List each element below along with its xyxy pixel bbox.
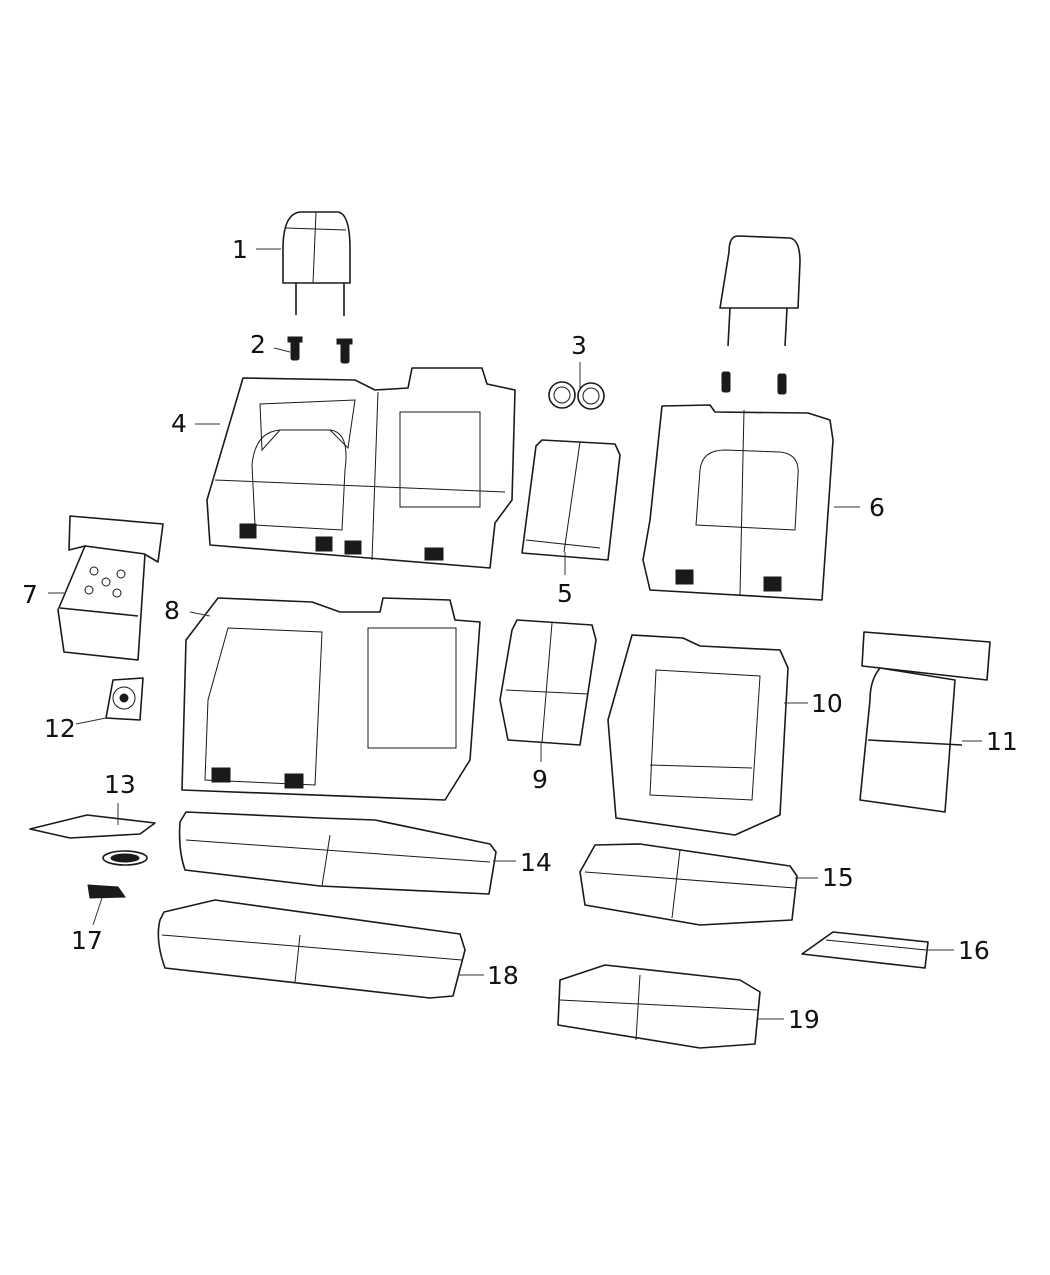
- callout-16: 16: [958, 936, 990, 965]
- callout-6: 6: [869, 493, 885, 522]
- callout-15: 15: [822, 863, 854, 892]
- callout-10: 10: [811, 689, 843, 718]
- callout-8: 8: [164, 596, 180, 625]
- seatback-foam-40: [607, 634, 789, 836]
- guide-sleeves: [287, 336, 353, 364]
- seatback-heater-left: [57, 515, 164, 661]
- seatback-heater-right: [859, 631, 991, 813]
- armrest-foam: [499, 619, 597, 746]
- fan-module: [105, 677, 144, 721]
- seatback-cover-60: [206, 367, 516, 569]
- callout-19: 19: [788, 1005, 820, 1034]
- callout-3: 3: [571, 331, 587, 360]
- callout-2: 2: [250, 330, 266, 359]
- cushion-foam-40: [557, 964, 761, 1049]
- callout-13: 13: [104, 770, 136, 799]
- cup-holder: [548, 381, 605, 410]
- callout-17: 17: [71, 926, 103, 955]
- cushion-foam-60: [157, 899, 466, 999]
- callout-18: 18: [487, 961, 519, 990]
- callout-4: 4: [171, 409, 187, 438]
- cushion-cover-40: [579, 843, 798, 926]
- seatback-cover-40: [642, 235, 834, 601]
- callout-1: 1: [232, 235, 248, 264]
- callout-12: 12: [44, 714, 76, 743]
- cushion-heater-right: [801, 931, 929, 969]
- callout-9: 9: [532, 765, 548, 794]
- cushion-cover-60: [178, 811, 497, 895]
- callout-5: 5: [557, 579, 573, 608]
- callout-11: 11: [986, 727, 1018, 756]
- callout-7: 7: [22, 580, 38, 609]
- ventilation-fan: [87, 884, 126, 899]
- callout-14: 14: [520, 848, 552, 877]
- armrest: [521, 439, 621, 561]
- cushion-heater: [29, 814, 156, 866]
- headrest-left: [282, 211, 351, 316]
- seatback-foam-60: [181, 597, 481, 801]
